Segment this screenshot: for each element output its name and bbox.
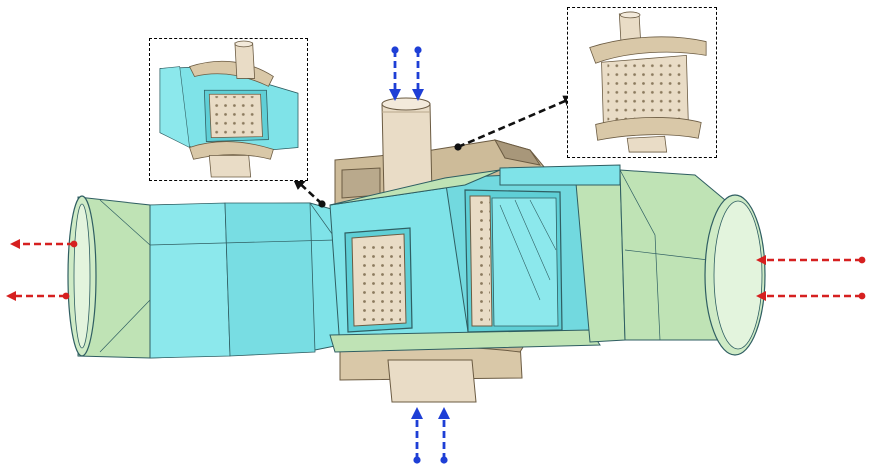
pointer-to-left-inset [291, 175, 323, 205]
right-inlet-arrows [756, 255, 866, 301]
detail-inset-left [149, 38, 308, 181]
outlet-arrow-lower-tail [62, 292, 70, 300]
inlet-arrow-lower-tail [858, 292, 866, 300]
inlet-arrow-upper-tail [858, 256, 866, 264]
detail-inset-right [567, 7, 717, 158]
inset-right-drawing [589, 11, 707, 153]
center-blade-section [329, 169, 601, 353]
upper-vane-root [334, 97, 546, 206]
outlet-arrow-upper-tail [70, 240, 78, 248]
inset-left-drawing [159, 40, 299, 178]
right-inlet-duct [499, 164, 766, 356]
left-outlet-duct [67, 195, 341, 359]
left-outlet-arrows [6, 239, 78, 301]
bottom-coolant-arrows [411, 407, 450, 464]
inset-pointers [291, 95, 578, 208]
pointer-to-right-inset [457, 95, 578, 149]
top-coolant-arrows [389, 46, 424, 101]
